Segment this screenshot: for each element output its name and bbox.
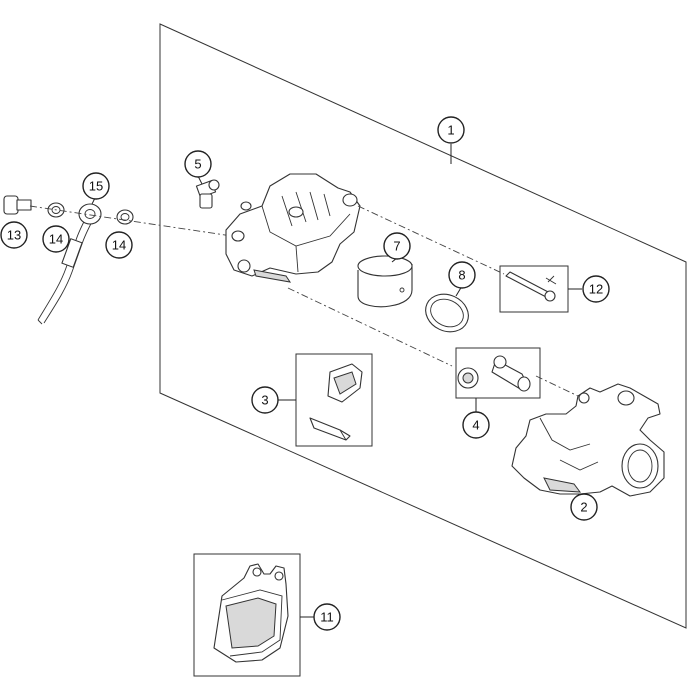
pin-axis-line bbox=[535, 375, 579, 397]
callout-14-left-label: 14 bbox=[49, 232, 63, 247]
callout-2-label: 2 bbox=[580, 500, 587, 515]
caliper-housing bbox=[225, 173, 361, 283]
caliper-bracket bbox=[511, 383, 665, 497]
callout-11: 11 bbox=[313, 603, 341, 631]
callout-8: 8 bbox=[448, 261, 476, 289]
pad-retaining-pin bbox=[309, 417, 351, 441]
pad-spring-clip bbox=[327, 363, 363, 403]
callout-4: 4 bbox=[462, 411, 490, 439]
bleed-pin bbox=[505, 271, 557, 302]
banjo-bolt bbox=[3, 195, 32, 215]
piston bbox=[357, 255, 413, 308]
piston-axis-line bbox=[287, 287, 453, 367]
piston-seal-ring bbox=[425, 293, 469, 333]
bleed-axis-line bbox=[357, 205, 505, 275]
callout-12: 12 bbox=[582, 275, 610, 303]
callout-2: 2 bbox=[570, 493, 598, 521]
callout-4-label: 4 bbox=[472, 418, 479, 433]
bleeder-valve bbox=[195, 179, 220, 209]
banjo-fitting bbox=[78, 203, 102, 225]
callout-1: 1 bbox=[437, 116, 465, 144]
brake-hose bbox=[37, 209, 97, 325]
guide-pin bbox=[491, 355, 531, 392]
callout-7-label: 7 bbox=[393, 239, 400, 254]
callout-1-label: 1 bbox=[447, 123, 454, 138]
callout-5: 5 bbox=[184, 150, 212, 178]
sealing-ring-right bbox=[116, 209, 134, 225]
kit-frame-11 bbox=[193, 553, 301, 677]
callout-14-left: 14 bbox=[42, 225, 70, 253]
brake-pads bbox=[213, 563, 289, 663]
callout-5-label: 5 bbox=[194, 157, 201, 172]
hose-axis-line bbox=[29, 205, 233, 237]
callout-13-label: 13 bbox=[7, 228, 21, 243]
callout-13: 13 bbox=[0, 221, 28, 249]
callout-14-right-label: 14 bbox=[112, 238, 126, 253]
kit-frame-4 bbox=[455, 347, 541, 399]
callout-15-label: 15 bbox=[89, 179, 103, 194]
callout-8-label: 8 bbox=[458, 268, 465, 283]
assembly-plane-outline bbox=[159, 23, 687, 629]
callout-12-label: 12 bbox=[589, 282, 603, 297]
callout-15: 15 bbox=[82, 172, 110, 200]
callout-11-label: 11 bbox=[320, 610, 334, 625]
callout-7: 7 bbox=[383, 232, 411, 260]
guide-bushing bbox=[457, 367, 479, 389]
callout-3-label: 3 bbox=[261, 393, 268, 408]
callout-14-right: 14 bbox=[105, 231, 133, 259]
callout-3: 3 bbox=[251, 386, 279, 414]
